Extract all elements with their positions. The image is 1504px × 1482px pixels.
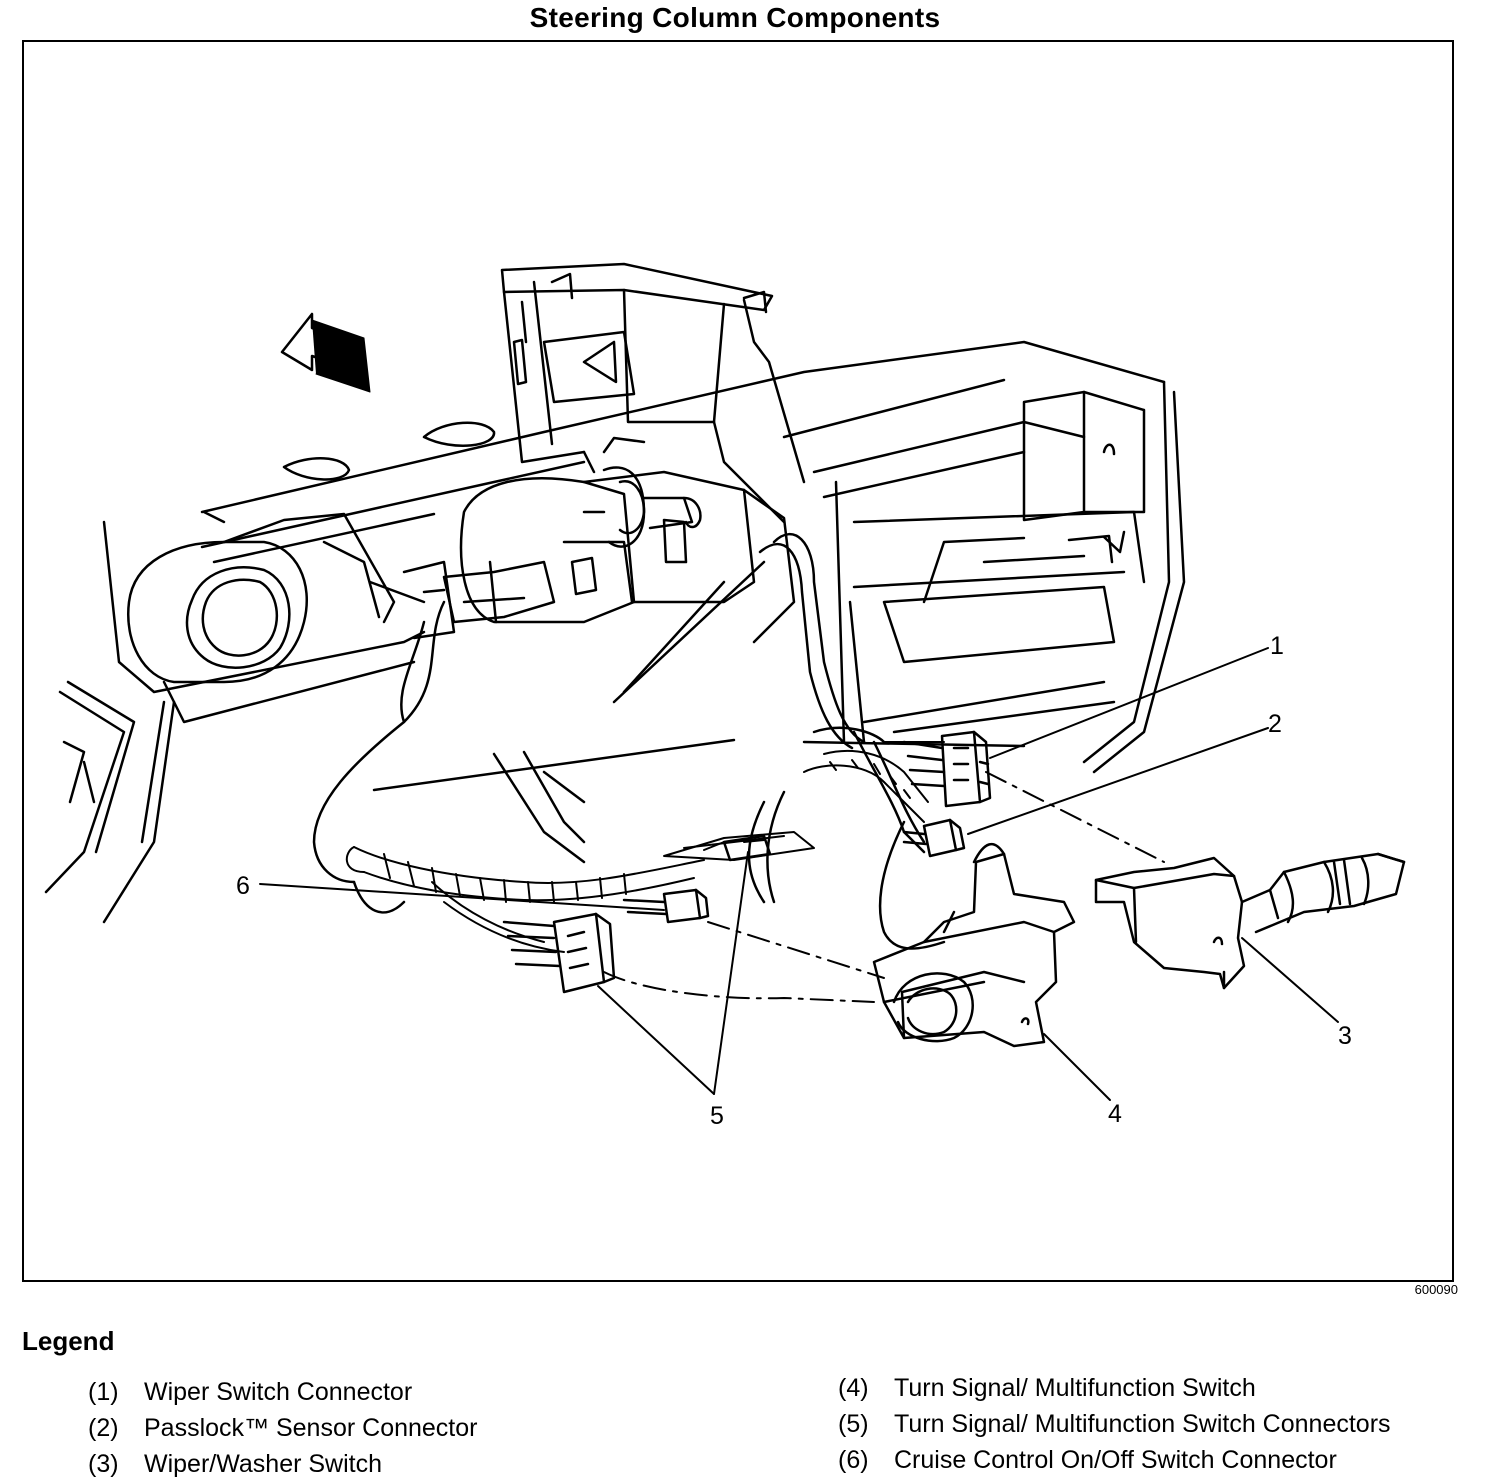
steering-column-support — [500, 262, 806, 524]
legend-column-right: (4) Turn Signal/ Multifunction Switch (5)… — [838, 1370, 1391, 1478]
leader-5b — [713, 851, 749, 1095]
wiper-switch-connector — [902, 730, 992, 808]
cruise-control-switch-connector — [622, 888, 710, 924]
steering-column-illustration: 1 2 3 4 5 6 — [44, 262, 1406, 1130]
callout-5: 5 — [710, 1102, 724, 1130]
legend-item-label: Passlock™ Sensor Connector — [144, 1413, 478, 1442]
dashed-connector-1 — [985, 771, 1165, 863]
harness-conduit — [345, 741, 945, 953]
illustration-frame: 1 2 3 4 5 6 — [22, 40, 1454, 1282]
leader-5a — [597, 985, 715, 1095]
forward-arrow-icon — [280, 312, 371, 393]
multifunction-switch-connectors — [502, 834, 772, 994]
wiper-washer-switch — [1094, 852, 1406, 990]
legend-item-number: (5) — [838, 1409, 869, 1438]
legend-item-number: (4) — [838, 1373, 869, 1402]
instrument-panel — [200, 340, 1186, 774]
diagram-title: Steering Column Components — [529, 2, 941, 33]
legend-item-label: Turn Signal/ Multifunction Switch — [894, 1373, 1256, 1402]
legend-item-label: Turn Signal/ Multifunction Switch Connec… — [894, 1409, 1391, 1438]
legend-item-label: Wiper Switch Connector — [144, 1377, 413, 1406]
legend-item-label: Wiper/Washer Switch — [144, 1449, 383, 1478]
legend-item-label: Cruise Control On/Off Switch Connector — [894, 1445, 1337, 1474]
legend-item: (1) Wiper Switch Connector — [88, 1374, 477, 1410]
leader-6 — [259, 883, 665, 911]
callout-3: 3 — [1338, 1022, 1352, 1050]
legend-item-number: (6) — [838, 1445, 869, 1474]
callout-leader-lines — [259, 647, 1339, 1101]
legend-item: (6) Cruise Control On/Off Switch Connecto… — [838, 1442, 1391, 1478]
leader-4 — [1043, 1033, 1111, 1101]
callout-6: 6 — [236, 872, 250, 900]
leader-3 — [1241, 937, 1339, 1023]
legend-item: (2) Passlock™ Sensor Connector — [88, 1410, 477, 1446]
passlock-sensor-connector — [902, 818, 966, 858]
callout-4: 4 — [1108, 1100, 1122, 1128]
figure-id: 600090 — [1414, 1282, 1458, 1297]
leader-2 — [967, 727, 1269, 835]
wiring-harness — [312, 533, 1026, 950]
legend-item: (5) Turn Signal/ Multifunction Switch Con… — [838, 1406, 1391, 1442]
legend-item-number: (3) — [88, 1449, 119, 1478]
callout-2: 2 — [1268, 710, 1282, 738]
legend-heading: Legend — [22, 1326, 115, 1356]
legend-item: (4) Turn Signal/ Multifunction Switch — [838, 1370, 1391, 1406]
dashed-connector-5 — [603, 971, 875, 1003]
callout-1: 1 — [1270, 632, 1284, 660]
legend-item: (3) Wiper/Washer Switch — [88, 1446, 477, 1482]
turn-signal-multifunction-switch — [872, 842, 1076, 1048]
legend-column-left: (1) Wiper Switch Connector (2) Passlock™ S… — [88, 1374, 477, 1482]
legend-item-number: (2) — [88, 1413, 119, 1442]
steering-column — [402, 436, 796, 644]
air-duct — [44, 510, 426, 924]
legend-item-number: (1) — [88, 1377, 119, 1406]
leader-1 — [989, 647, 1269, 759]
dashed-connector-6 — [707, 921, 885, 979]
